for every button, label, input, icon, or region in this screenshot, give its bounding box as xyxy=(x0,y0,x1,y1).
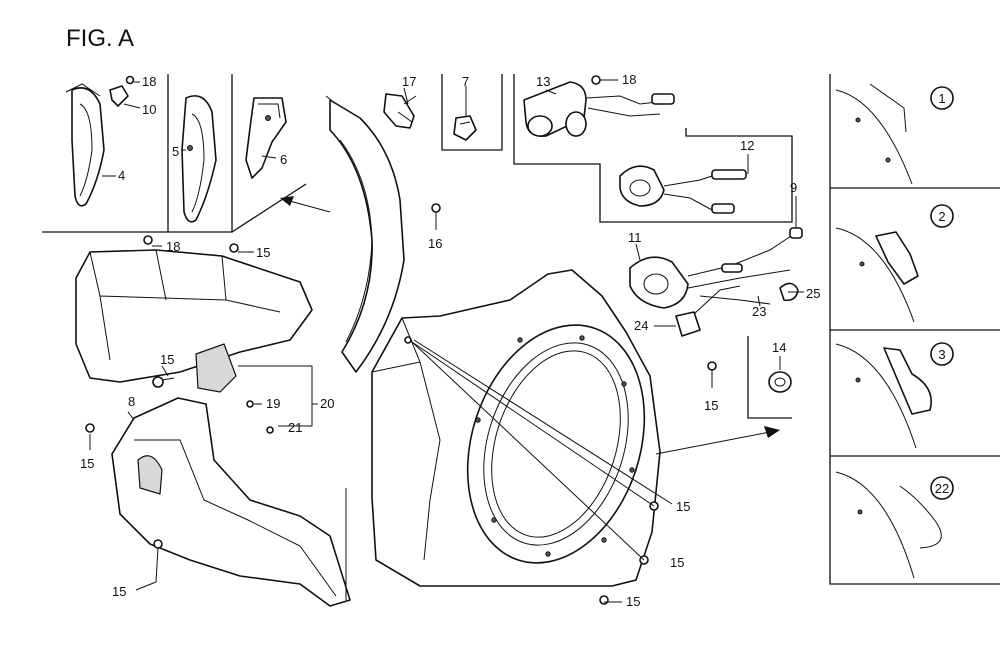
callout-18: 18 xyxy=(622,72,636,87)
callout-15: 15 xyxy=(112,584,126,599)
part-6-cover xyxy=(245,97,287,179)
arrow-left xyxy=(280,196,331,213)
left-upper-bracket xyxy=(75,235,313,434)
callout-13: 13 xyxy=(536,74,550,89)
part-15-screw-c xyxy=(85,423,95,433)
callout-12: 12 xyxy=(740,138,754,153)
main-fan-housing xyxy=(371,269,661,605)
callout-15: 15 xyxy=(256,245,270,260)
part-24-connector xyxy=(675,311,701,337)
part-21-clip xyxy=(266,426,274,434)
callout-8: 8 xyxy=(128,394,135,409)
left-lower-cover-8 xyxy=(85,397,351,607)
center-curved-cover xyxy=(325,95,441,373)
callout-15: 15 xyxy=(80,456,94,471)
part-11-switch xyxy=(629,256,689,309)
svg-text:1: 1 xyxy=(938,91,945,106)
part-14-grommet xyxy=(768,371,792,393)
right-wiring-parts xyxy=(629,227,803,371)
part-16-screw xyxy=(431,203,441,213)
callout-18: 18 xyxy=(142,74,156,89)
callout-15: 15 xyxy=(626,594,640,609)
part-15-screw-d xyxy=(153,539,163,549)
part-15-screw-a xyxy=(229,243,239,253)
callout-5: 5 xyxy=(172,144,179,159)
callout-21: 21 xyxy=(288,420,302,435)
variant-badge-1 xyxy=(930,86,954,110)
variant-badges: 1 2 3 22 xyxy=(930,86,954,500)
callout-24: 24 xyxy=(634,318,648,333)
variant-badge-2 xyxy=(930,204,954,228)
part-7-clip xyxy=(453,115,477,141)
part-15-screw-h xyxy=(707,361,717,371)
callout-20: 20 xyxy=(320,396,334,411)
callout-17: 17 xyxy=(402,74,416,89)
part-4-cover xyxy=(71,87,105,207)
part-5-cover xyxy=(181,95,217,223)
callout-15: 15 xyxy=(676,499,690,514)
top-middle-insets xyxy=(383,74,503,151)
callout-23: 23 xyxy=(752,304,766,319)
variant-badge-22 xyxy=(930,476,954,500)
svg-text:2: 2 xyxy=(938,209,945,224)
top-right-insets xyxy=(513,74,793,223)
callout-15: 15 xyxy=(704,398,718,413)
part-18-screw-a xyxy=(125,75,135,85)
callout-9: 9 xyxy=(790,180,797,195)
part-18-screw-c xyxy=(143,235,153,245)
arrow-right xyxy=(655,426,780,455)
top-left-inset xyxy=(42,74,307,233)
callout-25: 25 xyxy=(806,286,820,301)
svg-text:22: 22 xyxy=(935,481,949,496)
leader-lines xyxy=(89,79,804,603)
callout-18: 18 xyxy=(166,239,180,254)
figure-title: FIG. A xyxy=(66,25,134,52)
callout-15: 15 xyxy=(670,555,684,570)
callout-11: 11 xyxy=(628,230,642,245)
part-19-clip xyxy=(246,400,254,408)
part-15-screw-b xyxy=(152,376,164,388)
variant-badge-3 xyxy=(930,342,954,366)
callout-16: 16 xyxy=(428,236,442,251)
part-17-clip xyxy=(383,93,415,129)
callout-4: 4 xyxy=(118,168,125,183)
callout-14: 14 xyxy=(772,340,786,355)
part-18-screw-b xyxy=(591,75,601,85)
variants-column xyxy=(829,74,1000,585)
callout-10: 10 xyxy=(142,102,156,117)
part-14-inset xyxy=(747,336,792,419)
callout-labels: 18 10 4 5 6 17 7 13 18 12 9 16 18 15 11 … xyxy=(80,72,820,609)
callout-19: 19 xyxy=(266,396,280,411)
callout-15: 15 xyxy=(160,352,174,367)
svg-text:3: 3 xyxy=(938,347,945,362)
part-15-screw-g xyxy=(599,595,609,605)
callout-6: 6 xyxy=(280,152,287,167)
part-12-switch xyxy=(619,165,665,207)
callout-7: 7 xyxy=(462,74,469,89)
part-10-bracket xyxy=(109,85,129,107)
